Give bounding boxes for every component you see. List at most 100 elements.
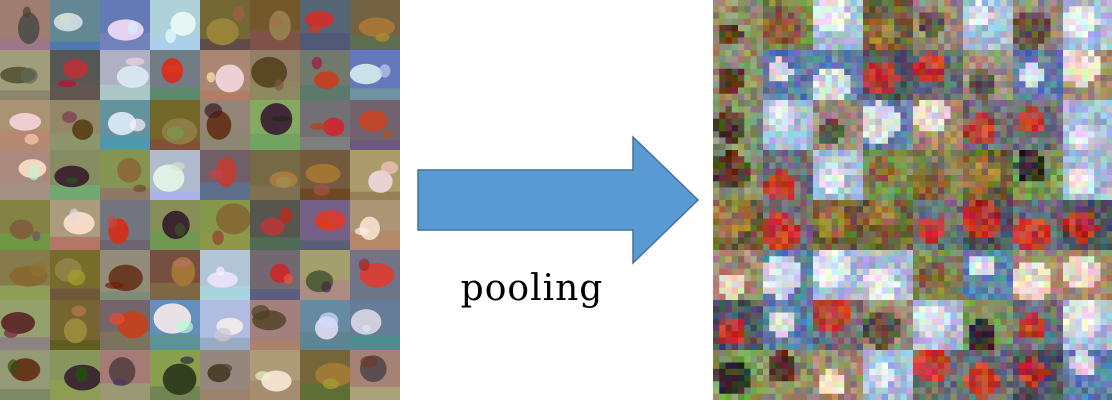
image-tile-cat [350, 350, 400, 400]
tile-picture [763, 100, 813, 150]
image-tile-truck [250, 250, 300, 300]
tile-picture [1013, 50, 1063, 100]
image-tile-ship [863, 100, 913, 150]
tile-picture [863, 250, 913, 300]
image-tile-bird [713, 350, 763, 400]
tile-picture [0, 100, 50, 150]
tile-picture [1013, 200, 1063, 250]
image-tile-dog [813, 350, 863, 400]
image-tile-frog [150, 100, 200, 150]
tile-picture [713, 300, 763, 350]
image-tile-bird [250, 100, 300, 150]
tile-picture [0, 150, 50, 200]
image-tile-dog [1063, 50, 1112, 100]
tile-picture [0, 200, 50, 250]
image-tile-bird [1013, 150, 1063, 200]
tile-picture [963, 350, 1013, 400]
tile-picture [250, 150, 300, 200]
pooled-image-grid [713, 0, 1112, 400]
tile-picture [813, 350, 863, 400]
image-tile-frog [350, 0, 400, 50]
tile-picture [50, 300, 100, 350]
tile-picture [763, 200, 813, 250]
image-tile-truck [300, 100, 350, 150]
tile-picture [1013, 100, 1063, 150]
tile-picture [913, 300, 963, 350]
tile-picture [763, 150, 813, 200]
tile-picture [713, 50, 763, 100]
image-tile-ship [763, 250, 813, 300]
image-tile-airplane [813, 250, 863, 300]
tile-picture [913, 250, 963, 300]
image-tile-frog [813, 200, 863, 250]
tile-picture [150, 0, 200, 50]
tile-picture [350, 100, 400, 150]
tile-picture [913, 100, 963, 150]
tile-picture [200, 150, 250, 200]
image-tile-ship [350, 300, 400, 350]
tile-picture [963, 300, 1013, 350]
image-tile-truck [300, 200, 350, 250]
image-tile-ship [763, 300, 813, 350]
tile-picture [350, 200, 400, 250]
tile-picture [50, 50, 100, 100]
image-tile-ship [963, 250, 1013, 300]
image-tile-airplane [1063, 0, 1112, 50]
tile-picture [300, 350, 350, 400]
tile-picture [913, 150, 963, 200]
image-tile-cat [1013, 0, 1063, 50]
image-tile-airplane [863, 350, 913, 400]
image-tile-dog [1013, 250, 1063, 300]
tile-picture [250, 100, 300, 150]
image-tile-horse [200, 350, 250, 400]
tile-picture [200, 300, 250, 350]
image-tile-bird [50, 350, 100, 400]
image-tile-horse [713, 150, 763, 200]
tile-picture [0, 50, 50, 100]
image-tile-ship [350, 50, 400, 100]
image-tile-cat [813, 100, 863, 150]
image-tile-automobile [863, 50, 913, 100]
image-tile-automobile [300, 0, 350, 50]
image-tile-deer [913, 150, 963, 200]
tile-picture [250, 350, 300, 400]
image-tile-deer [200, 200, 250, 250]
image-tile-airplane [1063, 300, 1112, 350]
tile-picture [863, 350, 913, 400]
image-tile-airplane [200, 300, 250, 350]
tile-picture [1013, 350, 1063, 400]
tile-picture [713, 0, 763, 50]
tile-picture [763, 300, 813, 350]
image-tile-deer [0, 200, 50, 250]
image-tile-truck [1013, 100, 1063, 150]
image-tile-truck [913, 200, 963, 250]
image-tile-automobile [1063, 200, 1112, 250]
tile-picture [100, 150, 150, 200]
image-tile-cat [913, 0, 963, 50]
image-tile-cat [863, 300, 913, 350]
tile-picture [863, 50, 913, 100]
tile-picture [1013, 0, 1063, 50]
tile-picture [963, 150, 1013, 200]
image-tile-cat [963, 50, 1013, 100]
tile-picture [300, 200, 350, 250]
image-tile-truck [100, 300, 150, 350]
image-tile-truck [813, 300, 863, 350]
tile-picture [963, 50, 1013, 100]
image-tile-dog [913, 100, 963, 150]
tile-picture [913, 50, 963, 100]
image-tile-truck [100, 200, 150, 250]
tile-picture [300, 50, 350, 100]
tile-picture [713, 150, 763, 200]
image-tile-frog [250, 0, 300, 50]
tile-picture [0, 350, 50, 400]
tile-picture [100, 250, 150, 300]
image-tile-cat [250, 300, 300, 350]
original-image-grid [0, 0, 400, 400]
pooling-label: pooling [460, 268, 604, 309]
image-tile-ship [50, 0, 100, 50]
image-tile-airplane [150, 150, 200, 200]
image-tile-automobile [250, 200, 300, 250]
image-tile-dog [0, 100, 50, 150]
tile-picture [1013, 250, 1063, 300]
